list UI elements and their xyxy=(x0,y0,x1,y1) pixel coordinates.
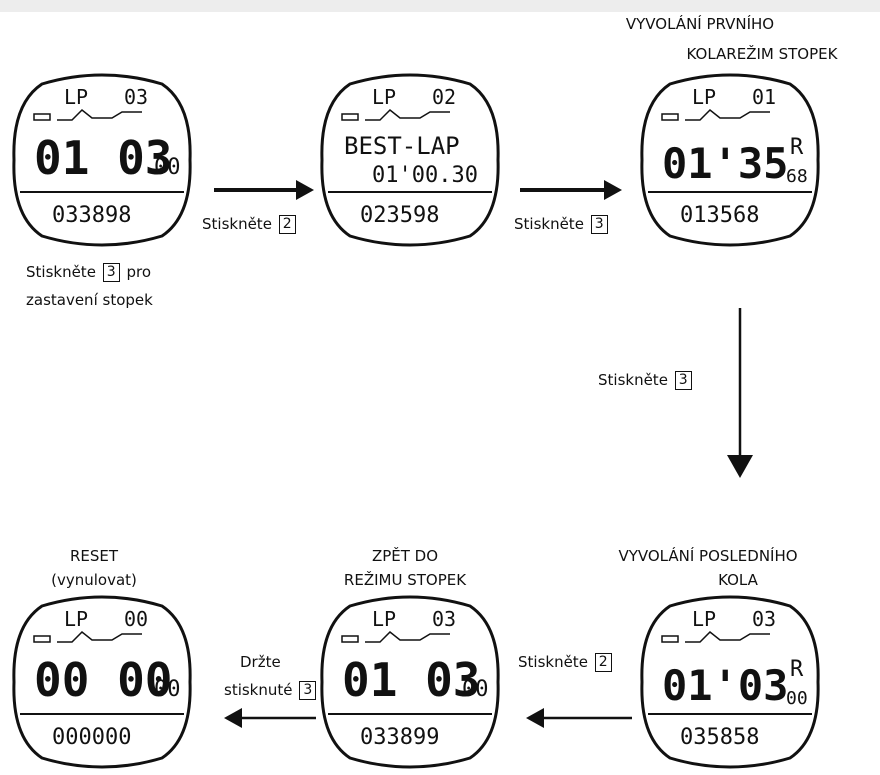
watch-small-digits: 68 xyxy=(786,166,808,187)
step-press-3-down: Stiskněte 3 xyxy=(598,370,694,390)
step-press-2: Stiskněte 2 xyxy=(202,214,298,234)
step-stop-pro: pro xyxy=(126,263,152,281)
watch-bottom-counter: 013568 xyxy=(680,203,759,228)
watch-main-time: 01 03 xyxy=(342,653,480,707)
arrow-left-1 xyxy=(526,708,632,728)
step-press-text: Stiskněte xyxy=(598,371,668,389)
key-3-icon: 3 xyxy=(590,215,608,234)
watch-display-best-lap: LP 02 BEST-LAP 01'00.30 023598 xyxy=(320,73,500,247)
title-last-lap-line1: VYVOLÁNÍ POSLEDNÍHO xyxy=(618,547,798,565)
watch-lap-number: 02 xyxy=(432,85,456,109)
title-first-lap-line1: VYVOLÁNÍ PRVNÍHO xyxy=(625,15,775,33)
watch-lp: LP xyxy=(64,607,88,631)
watch-display-first-lap: LP 01 01'35 R 68 013568 xyxy=(640,73,820,247)
watch-small-digits: 00 xyxy=(462,677,489,702)
watch-small-digits: 00 xyxy=(154,677,181,702)
step-stop-line2: zastavení stopek xyxy=(26,291,153,309)
step-press-2-left: Stiskněte 2 xyxy=(518,652,614,672)
watch-lp: LP xyxy=(64,85,88,109)
watch-display-back-to-stopwatch: LP 03 01 03 00 033899 xyxy=(320,595,500,769)
key-3-icon: 3 xyxy=(674,371,692,390)
watch-bottom-counter: 035858 xyxy=(680,725,759,750)
watch-bottom-counter: 000000 xyxy=(52,725,131,750)
arrow-left-2 xyxy=(224,708,316,728)
watch-main-time: 01 03 xyxy=(34,131,172,185)
step-stop-press: Stiskněte xyxy=(26,263,96,281)
watch-lap-number: 00 xyxy=(124,607,148,631)
step-hold-text: stisknuté xyxy=(224,681,293,699)
key-3-icon: 3 xyxy=(299,681,317,700)
step-press-3: Stiskněte 3 xyxy=(514,214,610,234)
step-hold-line1: Držte xyxy=(240,653,281,671)
title-back-line2: REŽIMU STOPEK xyxy=(343,571,467,589)
watch-lp: LP xyxy=(692,85,716,109)
watch-main-time: 01'03 xyxy=(662,661,788,710)
watch-bottom-counter: 033898 xyxy=(52,203,131,228)
watch-lap-number: 03 xyxy=(432,607,456,631)
watch-lp: LP xyxy=(692,607,716,631)
step-press-text: Stiskněte xyxy=(202,215,272,233)
watch-lap-number: 03 xyxy=(124,85,148,109)
key-2-icon: 2 xyxy=(278,215,296,234)
step-press-text: Stiskněte xyxy=(518,653,588,671)
watch-display-stopped: LP 03 01 03 00 033898 xyxy=(12,73,192,247)
watch-display-last-lap: LP 03 01'03 R 00 035858 xyxy=(640,595,820,769)
arrow-down xyxy=(727,308,753,478)
watch-lp: LP xyxy=(372,607,396,631)
watch-lap-number: 03 xyxy=(752,607,776,631)
watch-recall-indicator: R xyxy=(790,657,804,682)
title-back-line1: ZPĚT DO xyxy=(371,547,439,565)
arrow-right-1 xyxy=(214,180,314,200)
title-last-lap-line2: KOLA xyxy=(718,571,758,589)
watch-bottom-counter: 023598 xyxy=(360,203,439,228)
watch-bottom-counter: 033899 xyxy=(360,725,439,750)
arrow-right-2 xyxy=(520,180,622,200)
top-bar xyxy=(0,0,880,12)
title-reset-line1: RESET xyxy=(69,547,119,565)
watch-small-digits: 00 xyxy=(786,688,808,709)
watch-small-digits: 00 xyxy=(154,155,181,180)
step-press-text: Stiskněte xyxy=(514,215,584,233)
title-first-lap-line2: KOLAREŽIM STOPEK xyxy=(686,45,838,63)
watch-main-time: 01'35 xyxy=(662,139,788,188)
key-2-icon: 2 xyxy=(594,653,612,672)
watch-lap-time: 01'00.30 xyxy=(372,163,478,188)
watch-display-reset: LP 00 00 00 00 000000 xyxy=(12,595,192,769)
step-hold: stisknuté 3 xyxy=(224,680,318,700)
step-stop: Stiskněte 3 pro xyxy=(26,262,151,282)
key-3-icon: 3 xyxy=(102,263,120,282)
title-reset-line2: (vynulovat) xyxy=(51,571,137,589)
watch-text-line: BEST-LAP xyxy=(344,132,460,160)
watch-lp: LP xyxy=(372,85,396,109)
watch-lap-number: 01 xyxy=(752,85,776,109)
watch-recall-indicator: R xyxy=(790,135,804,160)
watch-main-time: 00 00 xyxy=(34,653,172,707)
